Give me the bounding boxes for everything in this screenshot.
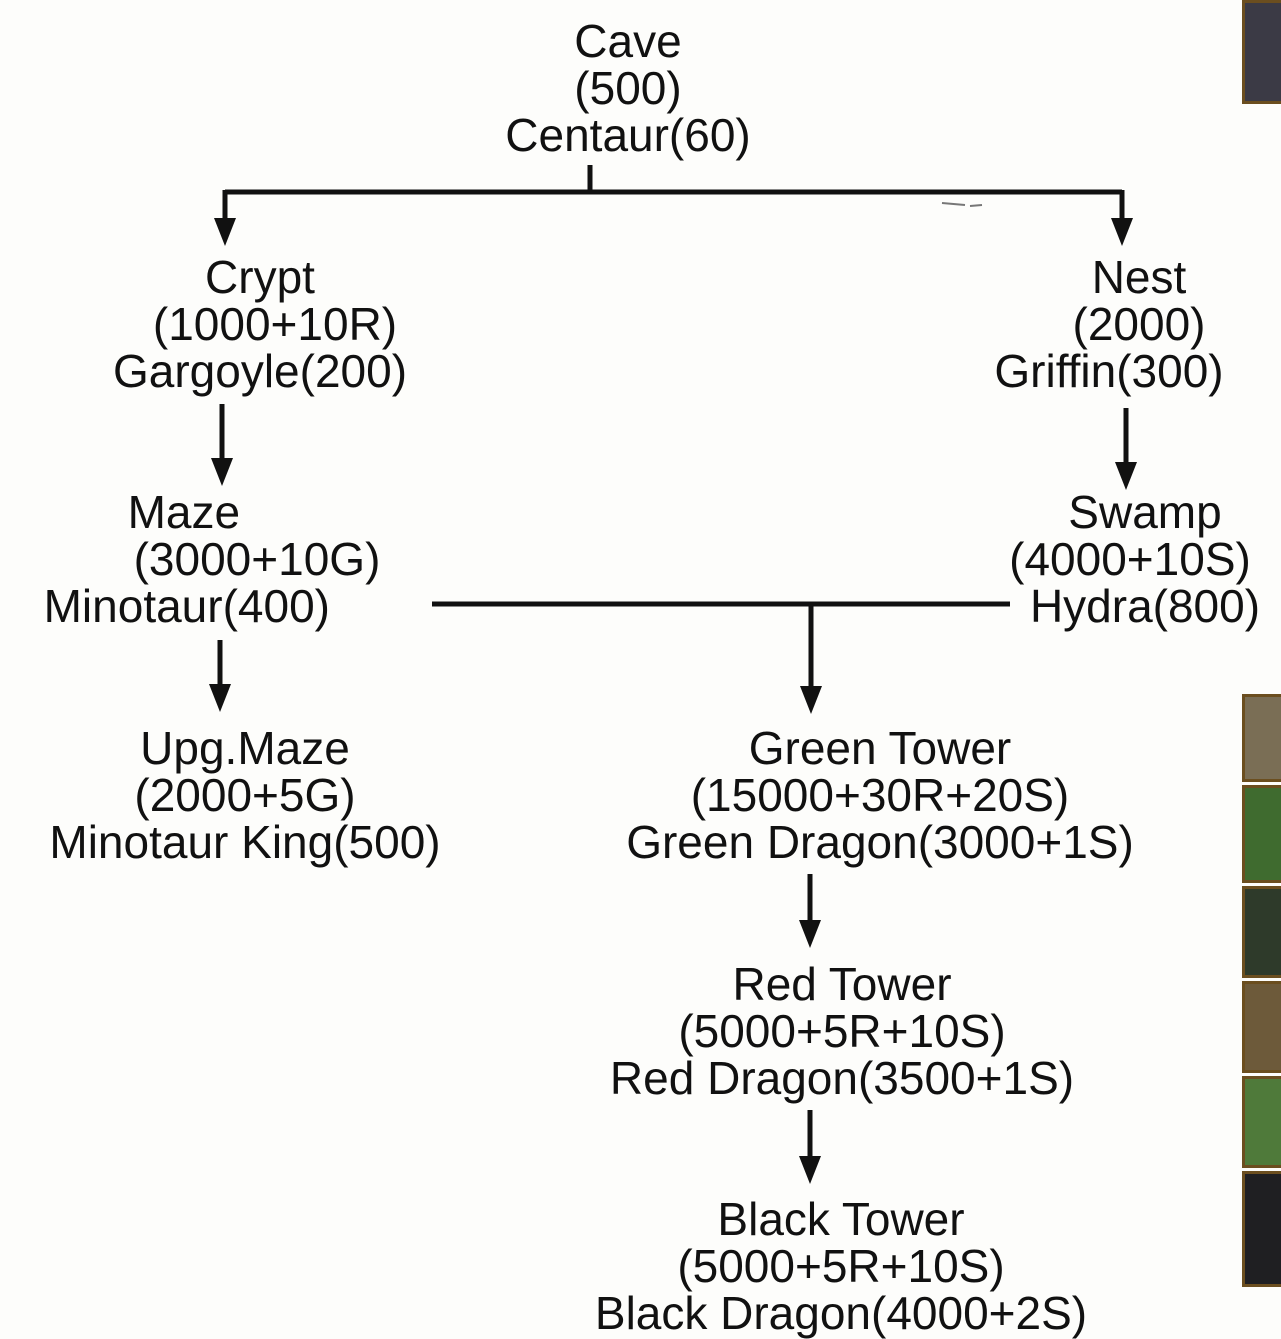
- scan-mark: [942, 203, 982, 206]
- node-name: Upg.Maze: [49, 725, 440, 772]
- node-cost: (500): [505, 65, 750, 112]
- node-name: Nest: [994, 254, 1223, 301]
- node-creature: Minotaur King(500): [49, 819, 440, 866]
- arrowhead-nest: [1111, 218, 1133, 246]
- arrowhead-maze: [211, 458, 233, 486]
- node-name: Swamp: [1000, 489, 1260, 536]
- node-cost: (3000+10G): [44, 536, 381, 583]
- node-swamp: Swamp (4000+10S) Hydra(800): [1000, 489, 1260, 630]
- node-creature: Green Dragon(3000+1S): [626, 819, 1134, 866]
- edge-thumbnail: [1242, 1171, 1281, 1287]
- node-creature: Red Dragon(3500+1S): [610, 1055, 1074, 1102]
- node-creature: Griffin(300): [994, 348, 1223, 395]
- node-red-tower: Red Tower (5000+5R+10S) Red Dragon(3500+…: [610, 961, 1074, 1102]
- node-name: Cave: [505, 18, 750, 65]
- node-cost: (15000+30R+20S): [626, 772, 1134, 819]
- node-cave: Cave (500) Centaur(60): [505, 18, 750, 159]
- node-black-tower: Black Tower (5000+5R+10S) Black Dragon(4…: [595, 1196, 1087, 1337]
- node-nest: Nest (2000) Griffin(300): [994, 254, 1223, 395]
- node-creature: Hydra(800): [1000, 583, 1260, 630]
- node-creature: Black Dragon(4000+2S): [595, 1290, 1087, 1337]
- node-creature: Centaur(60): [505, 112, 750, 159]
- node-name: Maze: [44, 489, 381, 536]
- node-cost: (1000+10R): [113, 301, 407, 348]
- arrowhead-red-tower: [799, 920, 821, 948]
- node-name: Green Tower: [626, 725, 1134, 772]
- node-cost: (2000): [994, 301, 1223, 348]
- node-maze: Maze (3000+10G) Minotaur(400): [44, 489, 381, 630]
- edge-thumbnail: [1242, 886, 1281, 978]
- node-name: Black Tower: [595, 1196, 1087, 1243]
- edge-thumbnail: [1242, 981, 1281, 1073]
- node-cost: (5000+5R+10S): [610, 1008, 1074, 1055]
- edge-thumbnail: [1242, 1076, 1281, 1168]
- edge-thumbnail: [1242, 694, 1281, 782]
- arrowhead-black-tower: [799, 1156, 821, 1184]
- node-upg-maze: Upg.Maze (2000+5G) Minotaur King(500): [49, 725, 440, 866]
- node-cost: (5000+5R+10S): [595, 1243, 1087, 1290]
- edge-thumbnail: [1242, 0, 1281, 104]
- node-creature: Gargoyle(200): [113, 348, 407, 395]
- node-name: Red Tower: [610, 961, 1074, 1008]
- edge-thumbnail: [1242, 785, 1281, 883]
- arrowhead-upgmaze: [209, 684, 231, 712]
- node-name: Crypt: [113, 254, 407, 301]
- arrowhead-crypt: [214, 218, 236, 246]
- node-cost: (2000+5G): [49, 772, 440, 819]
- node-crypt: Crypt (1000+10R) Gargoyle(200): [113, 254, 407, 395]
- node-green-tower: Green Tower (15000+30R+20S) Green Dragon…: [626, 725, 1134, 866]
- arrowhead-green-tower: [800, 686, 822, 714]
- node-cost: (4000+10S): [1000, 536, 1260, 583]
- node-creature: Minotaur(400): [44, 583, 381, 630]
